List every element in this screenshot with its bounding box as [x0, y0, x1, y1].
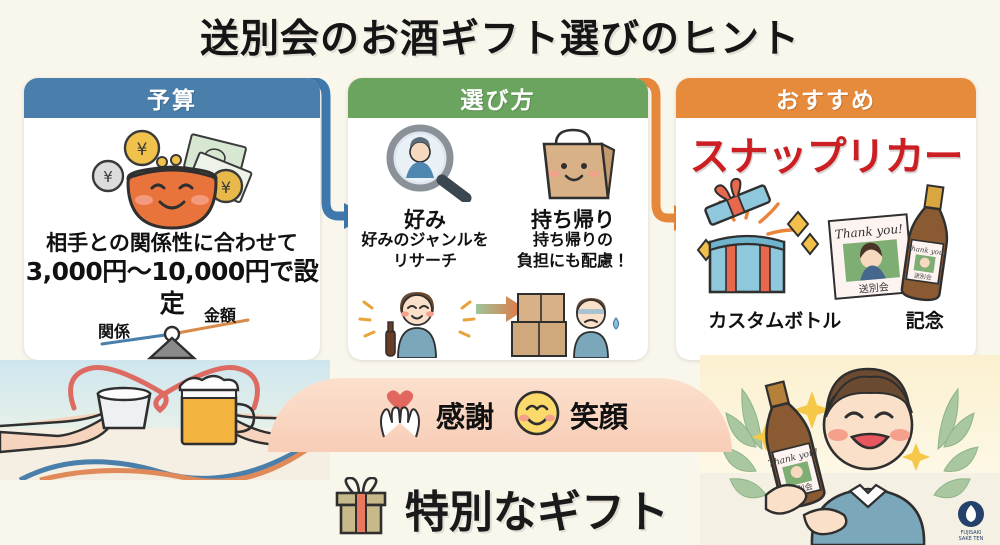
value-smile: 笑顔 [512, 388, 628, 442]
hands-heart-icon [372, 387, 428, 443]
scale-label-relationship: 関係 [98, 322, 131, 341]
svg-text:¥: ¥ [103, 168, 113, 186]
svg-text:送別会: 送別会 [858, 280, 889, 296]
recommend-label-memorial: 記念 [905, 310, 944, 332]
choose-item-takehome-sub-line2: 負担にも配慮！ [516, 250, 629, 270]
magnifier-person-icon [350, 124, 500, 204]
value-banner: 感謝 笑顔 [268, 378, 732, 452]
logo-line2: SAKE TEN [959, 536, 984, 541]
panel-budget: 予算 ¥ [24, 78, 320, 360]
page-title: 送別会のお酒ギフト選びのヒント [199, 17, 800, 62]
logo-line1: FUJISAKI [961, 530, 982, 536]
svg-text:Thank you!: Thank you! [834, 222, 903, 242]
bottom-section: Thank you! 送別会 [0, 355, 1000, 545]
choose-item-takehome: 持ち帰り 持ち帰りの 負担にも配慮！ [498, 118, 648, 360]
budget-text-line1: 相手との関係性に合わせて [46, 231, 298, 255]
panel-recommend: おすすめ スナップリカー [676, 78, 976, 360]
choose-item-takehome-heading: 持ち帰り [531, 208, 615, 232]
budget-text: 相手との関係性に合わせて 3,000円〜10,000円で設定 [24, 230, 320, 319]
panel-choose-body: 好み 好みのジャンルを リサーチ [348, 118, 648, 360]
choose-item-preference-sub-line1: 好みのジャンルを [361, 230, 489, 249]
svg-text:¥: ¥ [221, 178, 231, 197]
panel-budget-body: ¥ ¥ ¥ [24, 118, 320, 360]
value-gratitude: 感謝 [372, 387, 494, 443]
value-gratitude-text: 感謝 [435, 400, 494, 434]
gift-strip: 特別なギフト [0, 470, 1000, 545]
man-carrying-boxes-icon [498, 286, 648, 359]
balance-scale-icon: 関係 金額 [24, 302, 320, 360]
panel-recommend-header: おすすめ [676, 78, 976, 118]
recommend-artwork: Thank you! 送別会 Thank you! [676, 176, 976, 306]
coin-purse-icon: ¥ ¥ ¥ [24, 126, 320, 230]
brand-name: スナップリカー [689, 134, 964, 180]
panel-budget-header: 予算 [24, 78, 320, 118]
budget-text-line2: 3,000円〜10,000円で設定 [25, 257, 319, 318]
scale-label-amount: 金額 [204, 306, 237, 325]
gift-box-icon [331, 476, 391, 539]
value-smile-text: 笑顔 [570, 400, 629, 434]
recommend-label-custom-bottle: カスタムボトル [708, 310, 842, 332]
sake-shop-logo-icon: FUJISAKI SAKE TEN [950, 499, 992, 542]
photo-card-bottle-icon: Thank you! 送別会 Thank you! [827, 184, 949, 302]
gift-box-burst-icon [696, 177, 820, 294]
choose-item-preference-sub: 好みのジャンルを リサーチ [350, 230, 500, 272]
panel-choose: 選び方 好み 好みのジャンルを リサーチ [348, 78, 648, 360]
choose-item-preference-heading: 好み [404, 208, 446, 232]
shopping-bag-icon [498, 124, 648, 202]
choose-item-takehome-sub-line1: 持ち帰りの [532, 230, 613, 249]
panel-choose-header: 選び方 [348, 78, 648, 118]
choose-item-takehome-sub: 持ち帰りの 負担にも配慮！ [498, 230, 648, 272]
inner-right-arrow-icon [476, 294, 528, 324]
choose-item-preference: 好み 好みのジャンルを リサーチ [350, 118, 500, 360]
choose-item-preference-sub-line2: リサーチ [392, 250, 457, 270]
smiling-man-with-custom-bottle-icon: Thank you! 送別会 [700, 355, 1000, 545]
man-holding-bottle-icon [350, 286, 500, 359]
gift-text: 特別なギフト [405, 486, 669, 538]
svg-text:¥: ¥ [137, 140, 148, 160]
smiley-face-icon [512, 388, 562, 442]
panel-recommend-body: スナップリカー [676, 118, 976, 360]
recommend-labels: カスタムボトル 記念 [676, 306, 976, 333]
svg-text:送別会: 送別会 [913, 271, 932, 281]
